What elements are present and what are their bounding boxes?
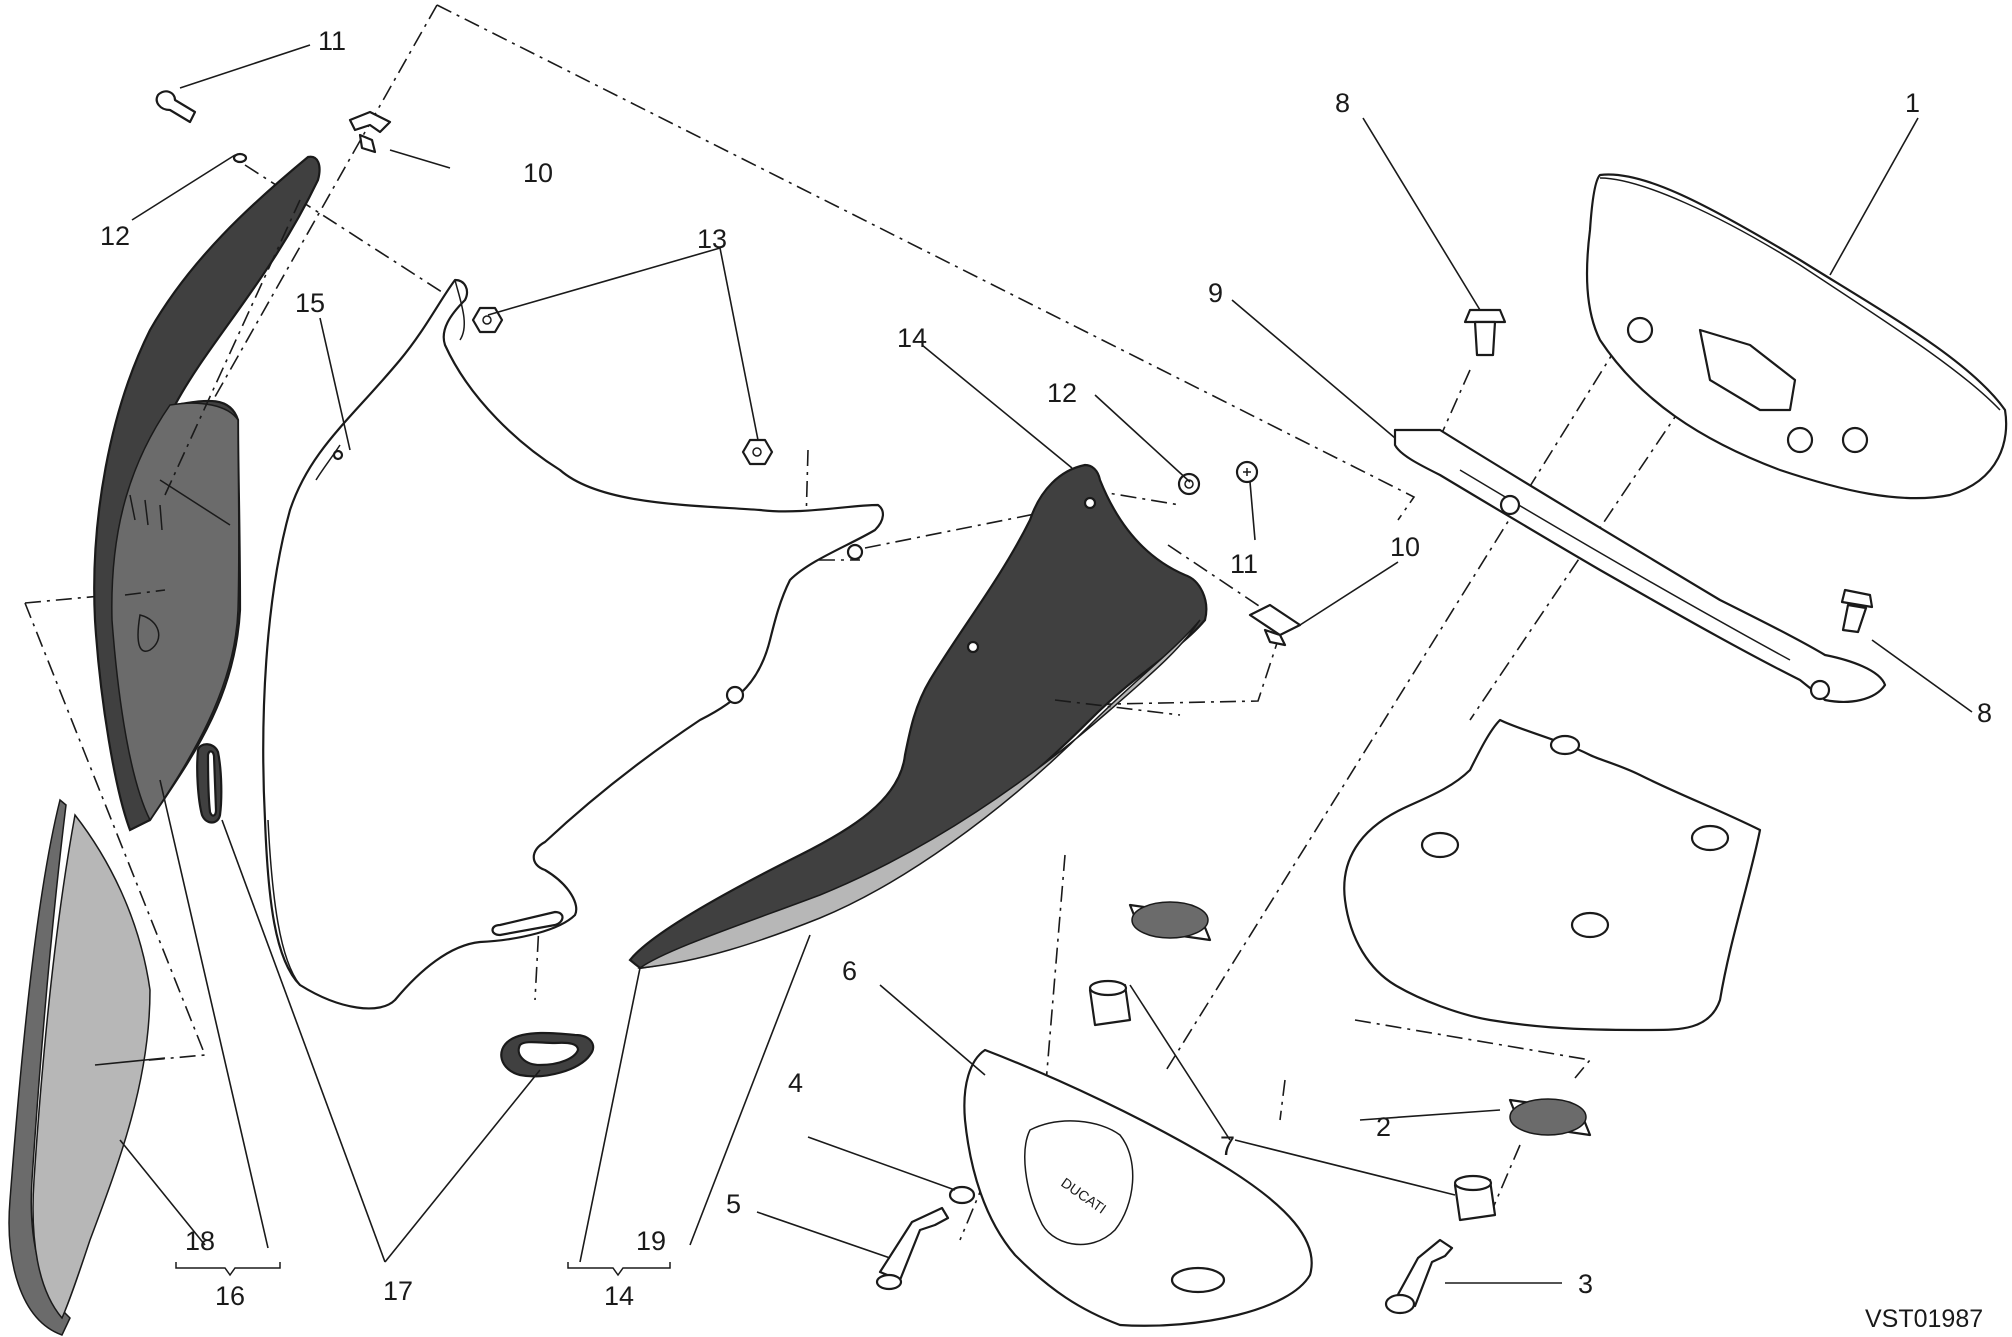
bolt-8-lower bbox=[1840, 588, 1874, 634]
callout-15: 15 bbox=[295, 288, 325, 318]
callout-3: 3 bbox=[1578, 1269, 1593, 1299]
nut-13-lower bbox=[741, 438, 774, 466]
headlight-fairing-shell bbox=[262, 278, 884, 1010]
instrument-cluster bbox=[1585, 173, 2008, 500]
bolt-3 bbox=[1384, 1238, 1454, 1315]
cluster-bracket bbox=[1393, 428, 1887, 703]
headstock-bracket bbox=[1343, 718, 1762, 1032]
callout-14-brace: 14 bbox=[604, 1281, 634, 1311]
rubber-mount-right bbox=[1508, 1098, 1592, 1137]
callout-13: 13 bbox=[697, 224, 727, 254]
callout-16: 16 bbox=[215, 1281, 245, 1311]
callout-10-top: 10 bbox=[523, 158, 553, 188]
callout-18: 18 bbox=[185, 1226, 215, 1256]
callout-labels: 1 2 3 4 5 6 7 8 8 9 10 10 11 11 12 12 13… bbox=[100, 26, 1992, 1311]
leader-lines bbox=[119, 44, 1973, 1284]
callout-7: 7 bbox=[1220, 1131, 1235, 1161]
grommet-lower bbox=[500, 1031, 595, 1078]
callout-8-lower: 8 bbox=[1977, 698, 1992, 728]
brace-14 bbox=[567, 1262, 671, 1277]
washer-4 bbox=[948, 1185, 976, 1205]
nut-13-upper bbox=[471, 306, 504, 334]
grommet-upper bbox=[196, 743, 223, 824]
callout-5: 5 bbox=[726, 1189, 741, 1219]
callout-9: 9 bbox=[1208, 278, 1223, 308]
callout-11-top: 11 bbox=[318, 26, 346, 56]
screw-11-top bbox=[155, 90, 197, 124]
callout-8-upper: 8 bbox=[1335, 88, 1350, 118]
callout-1: 1 bbox=[1905, 88, 1920, 118]
washer-12-right bbox=[1177, 472, 1201, 496]
bolt-8-upper bbox=[1463, 308, 1507, 357]
brace-16 bbox=[175, 1262, 281, 1277]
side-panel-outer bbox=[8, 798, 166, 1336]
washer-12-top bbox=[232, 152, 248, 164]
callout-19: 19 bbox=[636, 1226, 666, 1256]
callout-12-right: 12 bbox=[1047, 378, 1077, 408]
callout-2: 2 bbox=[1376, 1112, 1391, 1142]
rubber-mount-left bbox=[1128, 901, 1212, 942]
callout-4: 4 bbox=[788, 1068, 803, 1098]
callout-12-top: 12 bbox=[100, 221, 130, 251]
clip-10-top bbox=[348, 110, 392, 154]
callout-10-right: 10 bbox=[1390, 532, 1420, 562]
callout-6: 6 bbox=[842, 956, 857, 986]
callout-17: 17 bbox=[383, 1276, 413, 1306]
callout-14-top: 14 bbox=[897, 323, 927, 353]
screw-11-right bbox=[1235, 460, 1259, 484]
spacer-upper bbox=[1088, 979, 1132, 1027]
spacer-lower bbox=[1453, 1174, 1497, 1222]
headlight-cover: DUCATI bbox=[963, 1048, 1313, 1327]
clip-10-right bbox=[1248, 603, 1302, 647]
inner-fairing-panel bbox=[93, 155, 321, 832]
side-panel-right bbox=[628, 463, 1208, 970]
drawing-code: VST01987 bbox=[1865, 1305, 1983, 1333]
callout-11-right: 11 bbox=[1230, 549, 1258, 579]
bolt-5 bbox=[875, 1206, 950, 1291]
